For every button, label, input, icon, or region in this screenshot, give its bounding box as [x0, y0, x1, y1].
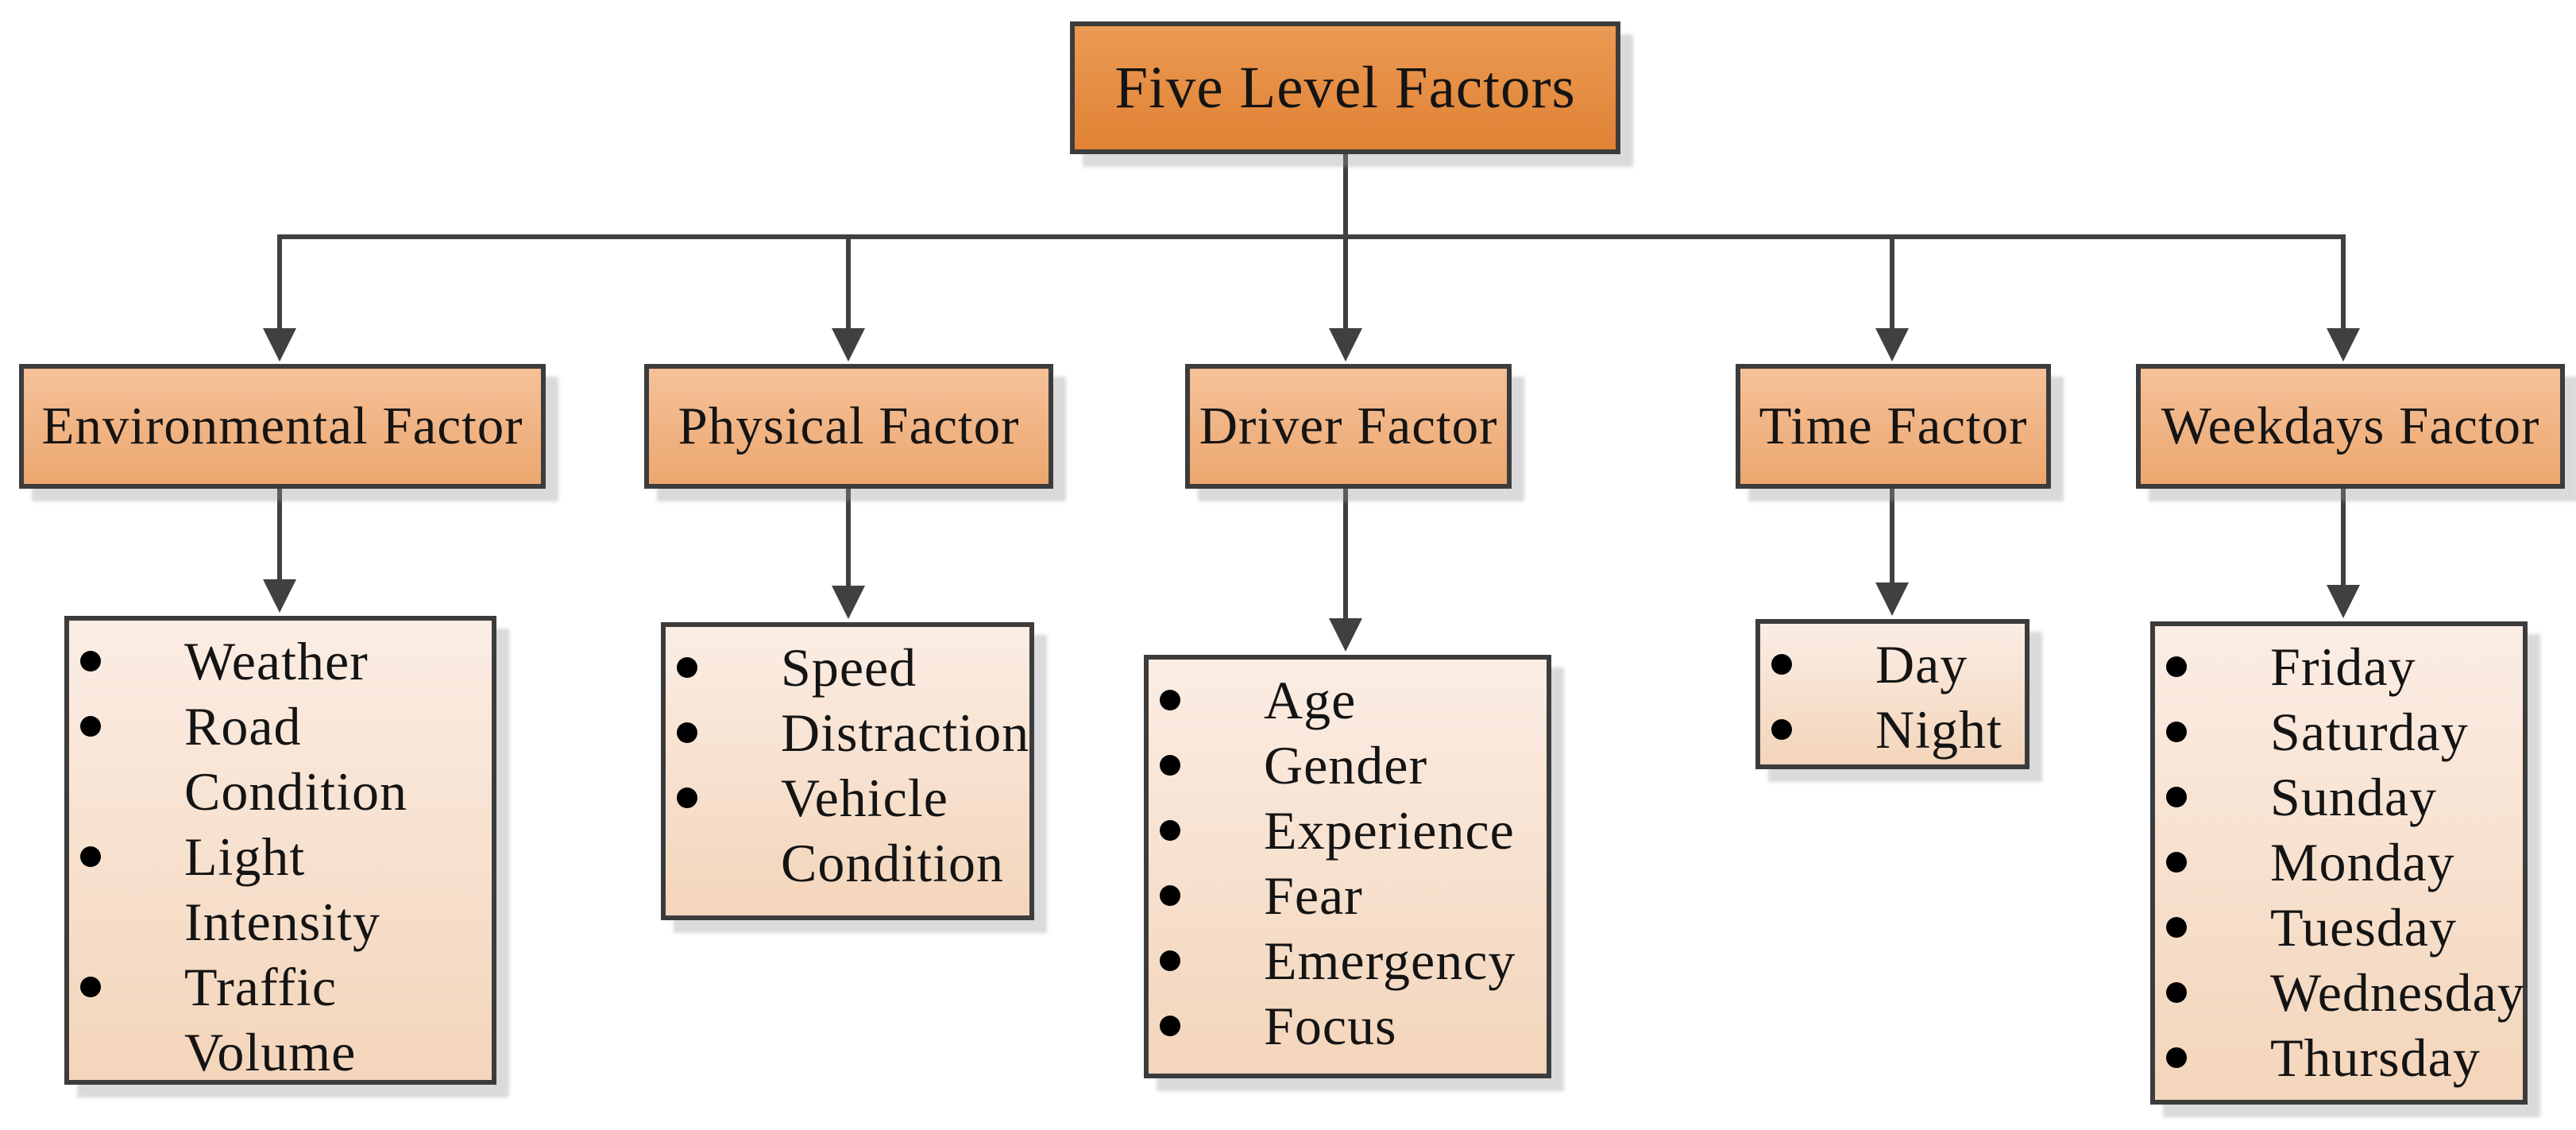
- list-item: Experience: [1160, 798, 1539, 863]
- list-item-text: Day: [1875, 634, 1968, 695]
- list-item-text: Saturday: [2270, 702, 2469, 762]
- bullet-icon: [1160, 755, 1180, 776]
- list-item-text: Sunday: [2270, 767, 2437, 827]
- root-node-box: Five Level Factors: [1070, 21, 1620, 154]
- list-item: Traffic Volume: [80, 954, 484, 1085]
- bullet-icon: [1160, 950, 1180, 971]
- bullet-icon: [677, 722, 697, 743]
- list-item: Focus: [1160, 993, 1539, 1058]
- category-label: Environmental Factor: [41, 397, 523, 455]
- list-item: Day: [1771, 632, 2017, 697]
- list-item-text: Distraction: [781, 702, 1030, 763]
- list-item: Friday: [2166, 634, 2515, 699]
- list-item-text: Weather: [184, 631, 369, 691]
- bullet-icon: [80, 651, 101, 671]
- list-item: Age: [1160, 668, 1539, 733]
- list-item-text: Tuesday: [2270, 897, 2457, 958]
- list-item-text: Fear: [1264, 865, 1363, 926]
- list-item-text: Monday: [2270, 832, 2455, 892]
- list-item-text: Friday: [2270, 637, 2416, 697]
- list-item: Weather: [80, 629, 484, 694]
- list-item-text: Emergency: [1264, 931, 1516, 991]
- bullet-icon: [1160, 885, 1180, 906]
- category-box-time: Time Factor: [1736, 364, 2051, 489]
- list-item: Vehicle Condition: [677, 765, 1022, 896]
- list-item: Road Condition: [80, 694, 484, 824]
- list-item: Wednesday: [2166, 960, 2524, 1025]
- bullet-icon: [1160, 690, 1180, 710]
- list-item-text: Focus: [1264, 996, 1397, 1056]
- category-box-driver: Driver Factor: [1185, 364, 1512, 489]
- bullet-icon: [2166, 787, 2187, 807]
- list-item-text: Experience: [1264, 800, 1515, 861]
- list-item: Thursday: [2166, 1025, 2515, 1090]
- bullet-icon: [2166, 1047, 2187, 1068]
- category-box-weekdays: Weekdays Factor: [2136, 364, 2565, 489]
- category-box-environmental: Environmental Factor: [19, 364, 546, 489]
- category-label: Driver Factor: [1199, 397, 1498, 455]
- list-item: Saturday: [2166, 699, 2515, 764]
- bullet-icon: [80, 977, 101, 997]
- bullet-icon: [1160, 820, 1180, 841]
- category-box-physical: Physical Factor: [644, 364, 1053, 489]
- category-label: Time Factor: [1759, 397, 2028, 455]
- bullet-icon: [80, 716, 101, 737]
- bullet-icon: [677, 788, 697, 808]
- bullet-icon: [2166, 722, 2187, 742]
- bullet-icon: [677, 657, 697, 678]
- bullet-icon: [2166, 917, 2187, 938]
- bullet-icon: [80, 846, 101, 867]
- root-node-label: Five Level Factors: [1114, 54, 1576, 121]
- list-item: Fear: [1160, 863, 1539, 928]
- list-item: Night: [1771, 697, 2017, 762]
- list-item-text: Wednesday: [2270, 962, 2525, 1023]
- list-item-text: Traffic Volume: [184, 957, 357, 1082]
- bullet-icon: [2166, 852, 2187, 873]
- bullet-icon: [1160, 1016, 1180, 1036]
- list-item: Speed: [677, 635, 1022, 700]
- list-item-text: Thursday: [2270, 1027, 2481, 1088]
- list-item: Monday: [2166, 830, 2515, 895]
- bullet-icon: [1771, 719, 1792, 740]
- list-item: Sunday: [2166, 764, 2515, 830]
- bullet-icon: [2166, 656, 2187, 677]
- list-item-text: Road Condition: [184, 696, 408, 822]
- list-item: Gender: [1160, 733, 1539, 798]
- list-item: Distraction: [677, 700, 1029, 765]
- list-item: Light Intensity: [80, 824, 484, 954]
- category-label: Weekdays Factor: [2161, 397, 2540, 455]
- bullet-icon: [2166, 982, 2187, 1003]
- list-item-text: Speed: [781, 637, 917, 698]
- list-item: Emergency: [1160, 928, 1539, 993]
- category-label: Physical Factor: [678, 397, 1020, 455]
- bullet-icon: [1771, 654, 1792, 675]
- list-item: Tuesday: [2166, 895, 2515, 960]
- list-item-text: Age: [1264, 670, 1357, 730]
- list-item-text: Night: [1875, 699, 2002, 760]
- list-item-text: Gender: [1264, 735, 1428, 795]
- list-item-text: Vehicle Condition: [781, 768, 1005, 893]
- list-item-text: Light Intensity: [184, 826, 380, 952]
